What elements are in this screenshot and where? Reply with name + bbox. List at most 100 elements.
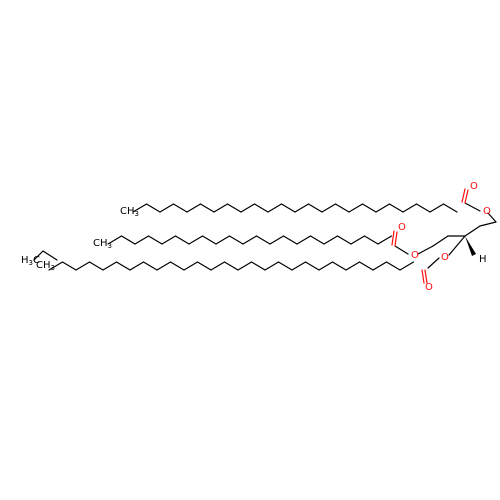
chain-bond-middle bbox=[296, 235, 312, 245]
branch-methyl-bottom: CH3 bbox=[36, 260, 55, 272]
chain-bond-top bbox=[442, 203, 458, 213]
chain-bond-middle bbox=[309, 235, 325, 245]
chain-bond-top bbox=[388, 203, 404, 213]
chain-bond-top bbox=[294, 203, 310, 213]
glycerol-bond bbox=[432, 235, 449, 247]
branch-bond bbox=[42, 250, 58, 261]
terminal-methyl-middle: CH3 bbox=[93, 238, 112, 250]
branch-bond bbox=[33, 250, 44, 261]
chain-bond-top bbox=[186, 203, 202, 213]
chain-bond-top bbox=[280, 203, 296, 213]
chain-bond-middle bbox=[336, 235, 352, 245]
chain-bond-top bbox=[145, 203, 161, 213]
chain-bond-middle bbox=[134, 235, 150, 245]
chain-bond-top bbox=[361, 203, 377, 213]
chain-bond-bottom bbox=[358, 261, 374, 271]
chain-bond-top bbox=[307, 203, 323, 213]
chain-bond-top bbox=[429, 203, 445, 213]
carbonyl-double-bond-top bbox=[461, 188, 466, 203]
chain-bond-middle bbox=[161, 235, 177, 245]
carbonyl-oxygen-middle: O bbox=[398, 222, 406, 233]
chain-bond-bottom bbox=[304, 261, 320, 271]
chain-bond-bottom bbox=[75, 261, 91, 271]
glycerol-bond bbox=[479, 221, 497, 227]
chain-bond-top bbox=[132, 203, 148, 213]
chain-bond-top bbox=[253, 203, 269, 213]
chain-bond-middle bbox=[323, 235, 339, 245]
chain-bond-bottom bbox=[169, 261, 185, 271]
chain-bond-middle bbox=[394, 245, 409, 255]
chain-bond-top bbox=[348, 203, 364, 213]
chain-bond-bottom bbox=[115, 261, 131, 271]
chain-bond-bottom bbox=[250, 261, 266, 271]
chain-bond-top bbox=[375, 203, 391, 213]
chain-bond-middle bbox=[255, 235, 271, 245]
wedge-bond bbox=[465, 236, 476, 256]
chain-bond-bottom bbox=[210, 261, 226, 271]
chain-bond-middle bbox=[215, 235, 231, 245]
carbonyl-oxygen-bottom: O bbox=[425, 282, 433, 293]
chain-bond-top bbox=[199, 203, 215, 213]
chain-bond-bottom bbox=[318, 261, 334, 271]
chain-bond-top bbox=[226, 203, 242, 213]
terminal-methyl-top: CH3 bbox=[120, 206, 139, 218]
chain-bond-middle bbox=[120, 235, 136, 245]
carbonyl-oxygen-top: O bbox=[470, 181, 478, 192]
chain-bond-top bbox=[415, 203, 431, 213]
glycerol-bond bbox=[417, 245, 434, 255]
chain-bond-middle bbox=[377, 235, 393, 245]
chain-bond-bottom bbox=[61, 261, 77, 271]
carbonyl-double-bond-middle bbox=[394, 231, 398, 247]
chain-bond-middle bbox=[228, 235, 244, 245]
chain-bond-bottom bbox=[385, 261, 401, 271]
chain-bond-middle bbox=[363, 235, 379, 245]
chain-bond-middle bbox=[242, 235, 258, 245]
ester-oxygen-middle: O bbox=[411, 250, 419, 261]
chain-bond-middle bbox=[188, 235, 204, 245]
carbonyl-double-bond-middle bbox=[391, 230, 395, 246]
chain-bond-middle bbox=[107, 235, 123, 245]
chain-bond-bottom bbox=[129, 261, 145, 271]
chain-bond-top bbox=[321, 203, 337, 213]
chain-bond-bottom bbox=[196, 261, 212, 271]
chain-bond-bottom bbox=[291, 261, 307, 271]
chain-bond-bottom bbox=[156, 261, 172, 271]
chain-bond-bottom bbox=[102, 261, 118, 271]
glycerol-bond bbox=[448, 235, 466, 256]
carbonyl-bonds bbox=[391, 188, 469, 284]
chain-bond-bottom bbox=[237, 261, 253, 271]
chain-bond-middle bbox=[147, 235, 163, 245]
chain-bond-top bbox=[267, 203, 283, 213]
ester-oxygen-bottom: O bbox=[441, 252, 449, 263]
chain-bond-top bbox=[213, 203, 229, 213]
chain-bond-bottom bbox=[345, 261, 361, 271]
terminal-methyl-bottom-h3c: H3C bbox=[21, 255, 40, 267]
carbonyl-double-bond-top bbox=[464, 189, 469, 204]
chain-bond-bottom bbox=[331, 261, 347, 271]
chain-bond-bottom bbox=[183, 261, 199, 271]
carbonyl-double-bond-bottom bbox=[424, 269, 428, 284]
chain-bond-middle bbox=[269, 235, 285, 245]
chain-bond-middle bbox=[350, 235, 366, 245]
chain-bond-bottom bbox=[399, 261, 415, 271]
ester-oxygen-top: O bbox=[483, 206, 491, 217]
chain-bond-middle bbox=[201, 235, 217, 245]
chain-bond-bottom bbox=[48, 261, 64, 271]
chain-bond-bottom bbox=[223, 261, 239, 271]
chain-bond-bottom bbox=[264, 261, 280, 271]
chain-bond-top bbox=[172, 203, 188, 213]
chain-bond-middle bbox=[174, 235, 190, 245]
chain-bond-bottom bbox=[142, 261, 158, 271]
chain-bond-top bbox=[159, 203, 175, 213]
carbonyl-double-bond-bottom bbox=[421, 269, 425, 284]
glycerol-bond bbox=[464, 225, 481, 237]
chain-bond-top bbox=[240, 203, 256, 213]
chain-bond-top bbox=[464, 202, 481, 212]
chain-bond-top bbox=[334, 203, 350, 213]
molecule-bonds bbox=[33, 202, 497, 271]
chain-bond-top bbox=[402, 203, 418, 213]
chain-bond-bottom bbox=[277, 261, 293, 271]
stereo-hydrogen: H bbox=[479, 254, 487, 265]
chain-bond-middle bbox=[282, 235, 298, 245]
